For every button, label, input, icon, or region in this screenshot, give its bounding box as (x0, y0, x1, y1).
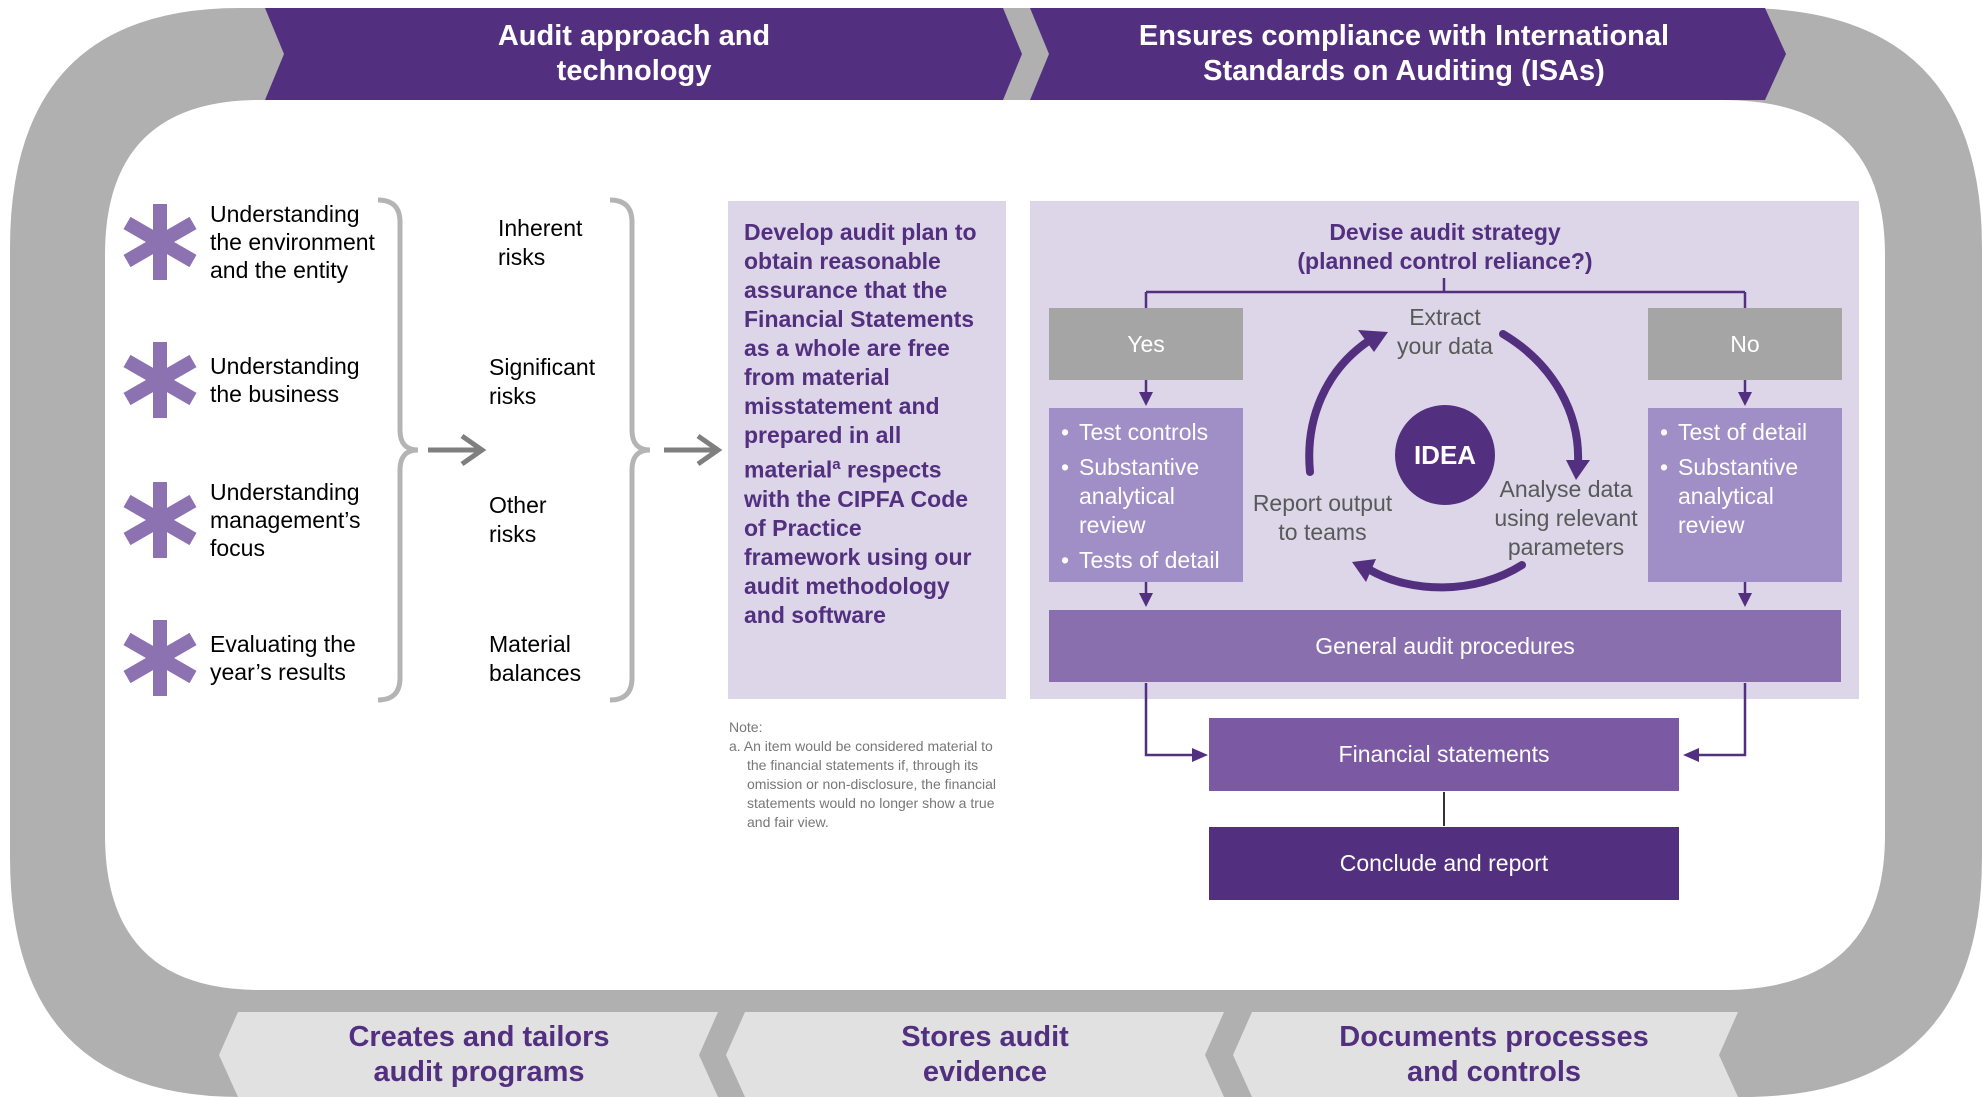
idea-logo: IDEA (1395, 405, 1495, 505)
audit-plan-text: Develop audit plan to obtain reasonable … (744, 219, 977, 628)
bottom-chevron-middle (726, 1012, 1224, 1097)
list-item: Substantive analytical review (1061, 453, 1243, 540)
list-item: Test controls (1061, 418, 1243, 447)
asterisk-icon (123, 342, 197, 418)
no-box: No (1648, 308, 1842, 380)
bottom-chevron-right (1233, 1012, 1738, 1097)
arrow-right-icon (428, 433, 487, 467)
list-item: Tests of detail (1061, 546, 1243, 575)
asterisk-icon (123, 482, 197, 558)
bottom-chevrons (219, 1012, 1738, 1097)
financial-statements: Financial statements (1209, 718, 1679, 791)
conclude-and-report: Conclude and report (1209, 827, 1679, 900)
list-item: Test of detail (1660, 418, 1842, 447)
general-audit-procedures: General audit procedures (1049, 610, 1841, 682)
strategy-title: Devise audit strategy(planned control re… (1297, 219, 1593, 274)
asterisk-icon (123, 620, 197, 696)
no-procedures-box: Test of detail Substantive analytical re… (1648, 408, 1842, 582)
asterisk-icon (123, 204, 197, 280)
list-item: Substantive analytical review (1660, 453, 1842, 540)
braces-and-arrows (377, 197, 723, 703)
arrow-right-icon (664, 433, 723, 467)
audit-plan-box (728, 201, 1006, 699)
left-brace (377, 197, 419, 703)
yes-box: Yes (1049, 308, 1243, 380)
footnote: Note: a. An item would be considered mat… (729, 719, 997, 830)
top-chevrons (265, 8, 1786, 100)
top-chevron-left (265, 8, 1022, 100)
footnote-marker: a (832, 456, 841, 473)
strategy-connectors (1139, 278, 1752, 826)
top-chevron-right (1030, 8, 1786, 100)
bottom-chevron-left (219, 1012, 718, 1097)
yes-procedures-box: Test controls Substantive analytical rev… (1049, 408, 1243, 582)
right-brace (609, 197, 651, 703)
